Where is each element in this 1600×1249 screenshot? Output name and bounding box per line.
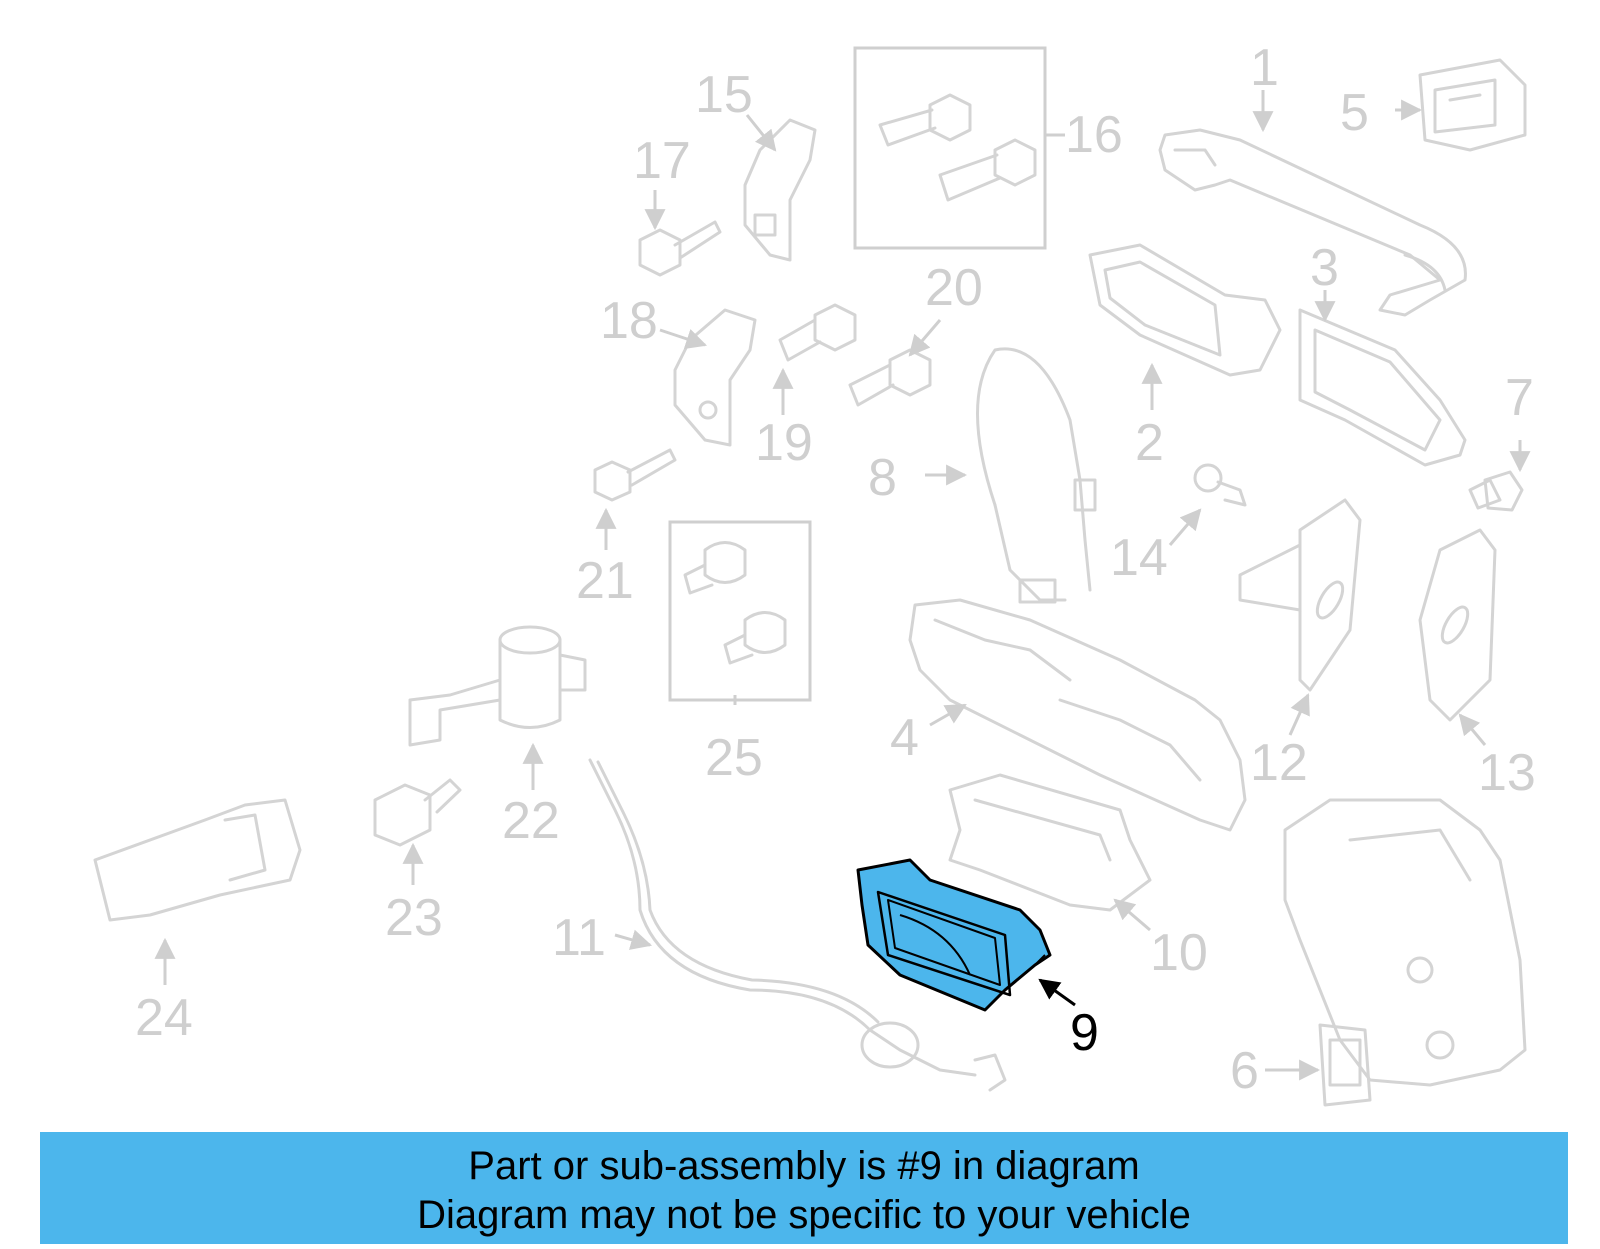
part-11-cable: [588, 758, 1007, 1092]
callout-1: 1: [1250, 39, 1279, 97]
part-lock-actuator: [1283, 798, 1527, 1087]
callout-17: 17: [633, 132, 691, 190]
callout-14: 14: [1110, 529, 1168, 587]
callout-5: 5: [1340, 84, 1369, 142]
part-19-bolt: [778, 303, 857, 362]
part-1-outside-handle: [1158, 128, 1467, 317]
callout-20: 20: [925, 259, 983, 317]
callout-8: 8: [868, 449, 897, 507]
callout-24: 24: [135, 989, 193, 1047]
callout-10: 10: [1150, 924, 1208, 982]
part-25-clip-kit: [668, 520, 812, 702]
part-3-gasket: [1298, 308, 1467, 467]
part-17-bolt: [638, 220, 722, 277]
callout-4: 4: [890, 709, 919, 767]
part-22-check: [408, 625, 587, 747]
part-10-bezel: [948, 773, 1152, 912]
callout-23: 23: [385, 889, 443, 947]
callout-22: 22: [502, 792, 560, 850]
callout-12: 12: [1250, 734, 1308, 792]
callout-7: 7: [1505, 369, 1534, 427]
part-23-bushing: [373, 778, 462, 847]
part-20-bolt: [848, 348, 932, 407]
callout-arrows: [154, 90, 1531, 1081]
part-12-seal: [1238, 498, 1362, 692]
callout-2: 2: [1135, 414, 1164, 472]
banner-line-2: Diagram may not be specific to your vehi…: [417, 1193, 1191, 1237]
part-7-screw: [1468, 470, 1524, 512]
part-8-rod: [976, 347, 1097, 604]
callout-3: 3: [1310, 239, 1339, 297]
part-16-bolt-kit: [853, 46, 1047, 250]
part-5-cap: [1418, 58, 1527, 152]
callout-13: 13: [1478, 744, 1536, 802]
part-21-bolt: [593, 448, 677, 502]
callout-15: 15: [695, 66, 753, 124]
part-15-bracket: [743, 118, 817, 262]
part-14-clip: [1193, 463, 1247, 507]
callout-labels: 1 2 3 4 5 6 7 8 9 10 11 12 13 14 15 16 1…: [135, 39, 1536, 1100]
callout-25: 25: [705, 729, 763, 787]
part-18-bracket: [673, 308, 757, 447]
part-6-block: [1318, 1023, 1372, 1107]
info-banner: Part or sub-assembly is #9 in diagram Di…: [40, 1132, 1568, 1244]
callout-11: 11: [552, 909, 606, 967]
part-4-housing: [908, 598, 1247, 832]
callout-19: 19: [755, 414, 813, 472]
callout-9: 9: [1070, 1004, 1099, 1062]
part-24-cover: [93, 798, 302, 922]
callout-21: 21: [576, 552, 634, 610]
callout-6: 6: [1230, 1042, 1259, 1100]
part-13-seal: [1418, 528, 1497, 722]
banner-line-1: Part or sub-assembly is #9 in diagram: [468, 1144, 1140, 1188]
callout-18: 18: [600, 292, 658, 350]
part-9-highlighted: [856, 858, 1052, 1012]
part-2-bracket: [1088, 243, 1282, 377]
callout-16: 16: [1065, 106, 1123, 164]
